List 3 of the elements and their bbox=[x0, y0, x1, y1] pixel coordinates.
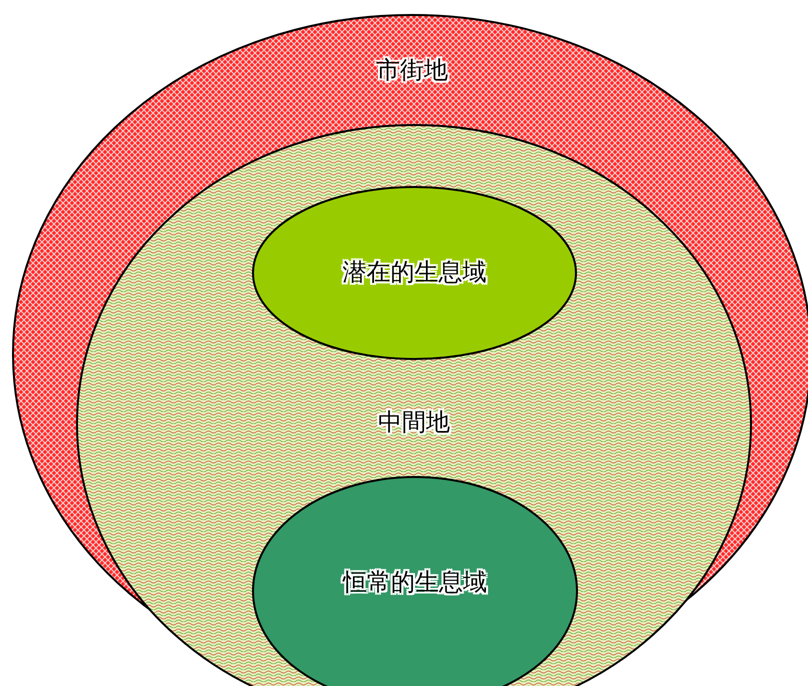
region-label: 潜在的生息域 bbox=[342, 258, 486, 286]
region-ellipse bbox=[252, 186, 577, 360]
region-label: 恒常的生息域 bbox=[343, 568, 487, 596]
